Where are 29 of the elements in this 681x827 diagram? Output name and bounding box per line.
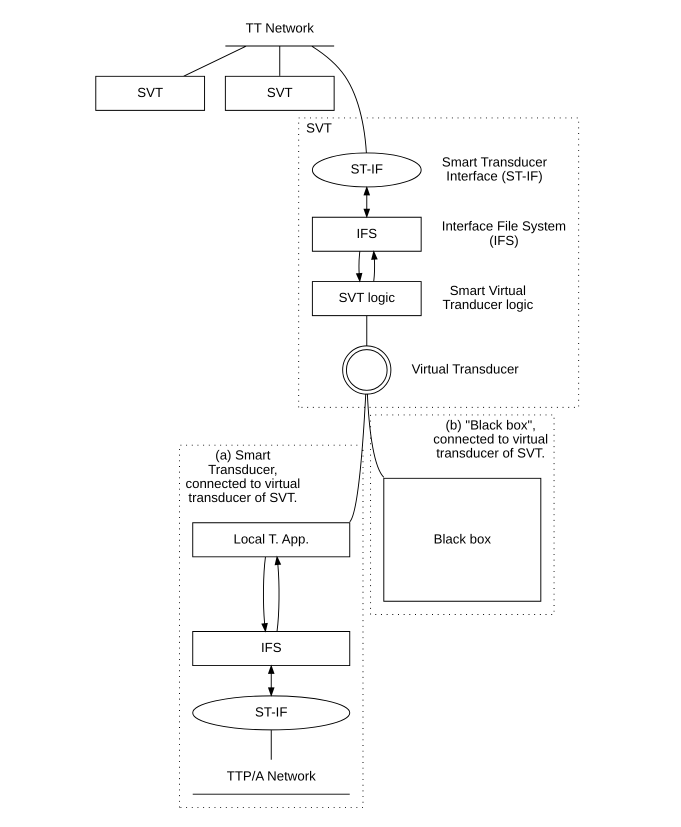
arrow <box>267 664 274 697</box>
node-box: IFS <box>192 631 350 666</box>
connector <box>270 730 272 760</box>
connector <box>348 394 366 522</box>
node-label: Interface File System (IFS) <box>441 218 566 248</box>
node-box: SVT <box>94 76 205 111</box>
node-text: TT Network <box>245 20 314 36</box>
node-box: IFS <box>311 216 422 252</box>
node-ellipse: ST-IF <box>192 695 350 730</box>
node-label: Smart Virtual Tranducer logic <box>442 282 533 312</box>
connector <box>366 315 367 346</box>
arrow <box>362 186 370 218</box>
node-box: Local T. App. <box>192 522 350 558</box>
connector <box>310 46 366 154</box>
node-box: SVT logic <box>311 281 422 316</box>
node-label: Smart Transducer Interface (ST-IF) <box>441 154 547 184</box>
connector <box>182 46 246 77</box>
node-box: Black box <box>382 478 541 602</box>
arrow <box>355 251 362 283</box>
node-ellipse: ST-IF <box>311 152 422 188</box>
node-label: Virtual Transducer <box>411 361 518 376</box>
node-circle <box>342 345 391 395</box>
arrow <box>260 556 268 633</box>
arrow <box>370 250 378 282</box>
arrow <box>274 556 281 632</box>
node-text: TTP/A Network <box>226 768 316 784</box>
connector <box>278 46 280 76</box>
node-box: SVT <box>224 76 334 111</box>
connector <box>366 394 384 478</box>
